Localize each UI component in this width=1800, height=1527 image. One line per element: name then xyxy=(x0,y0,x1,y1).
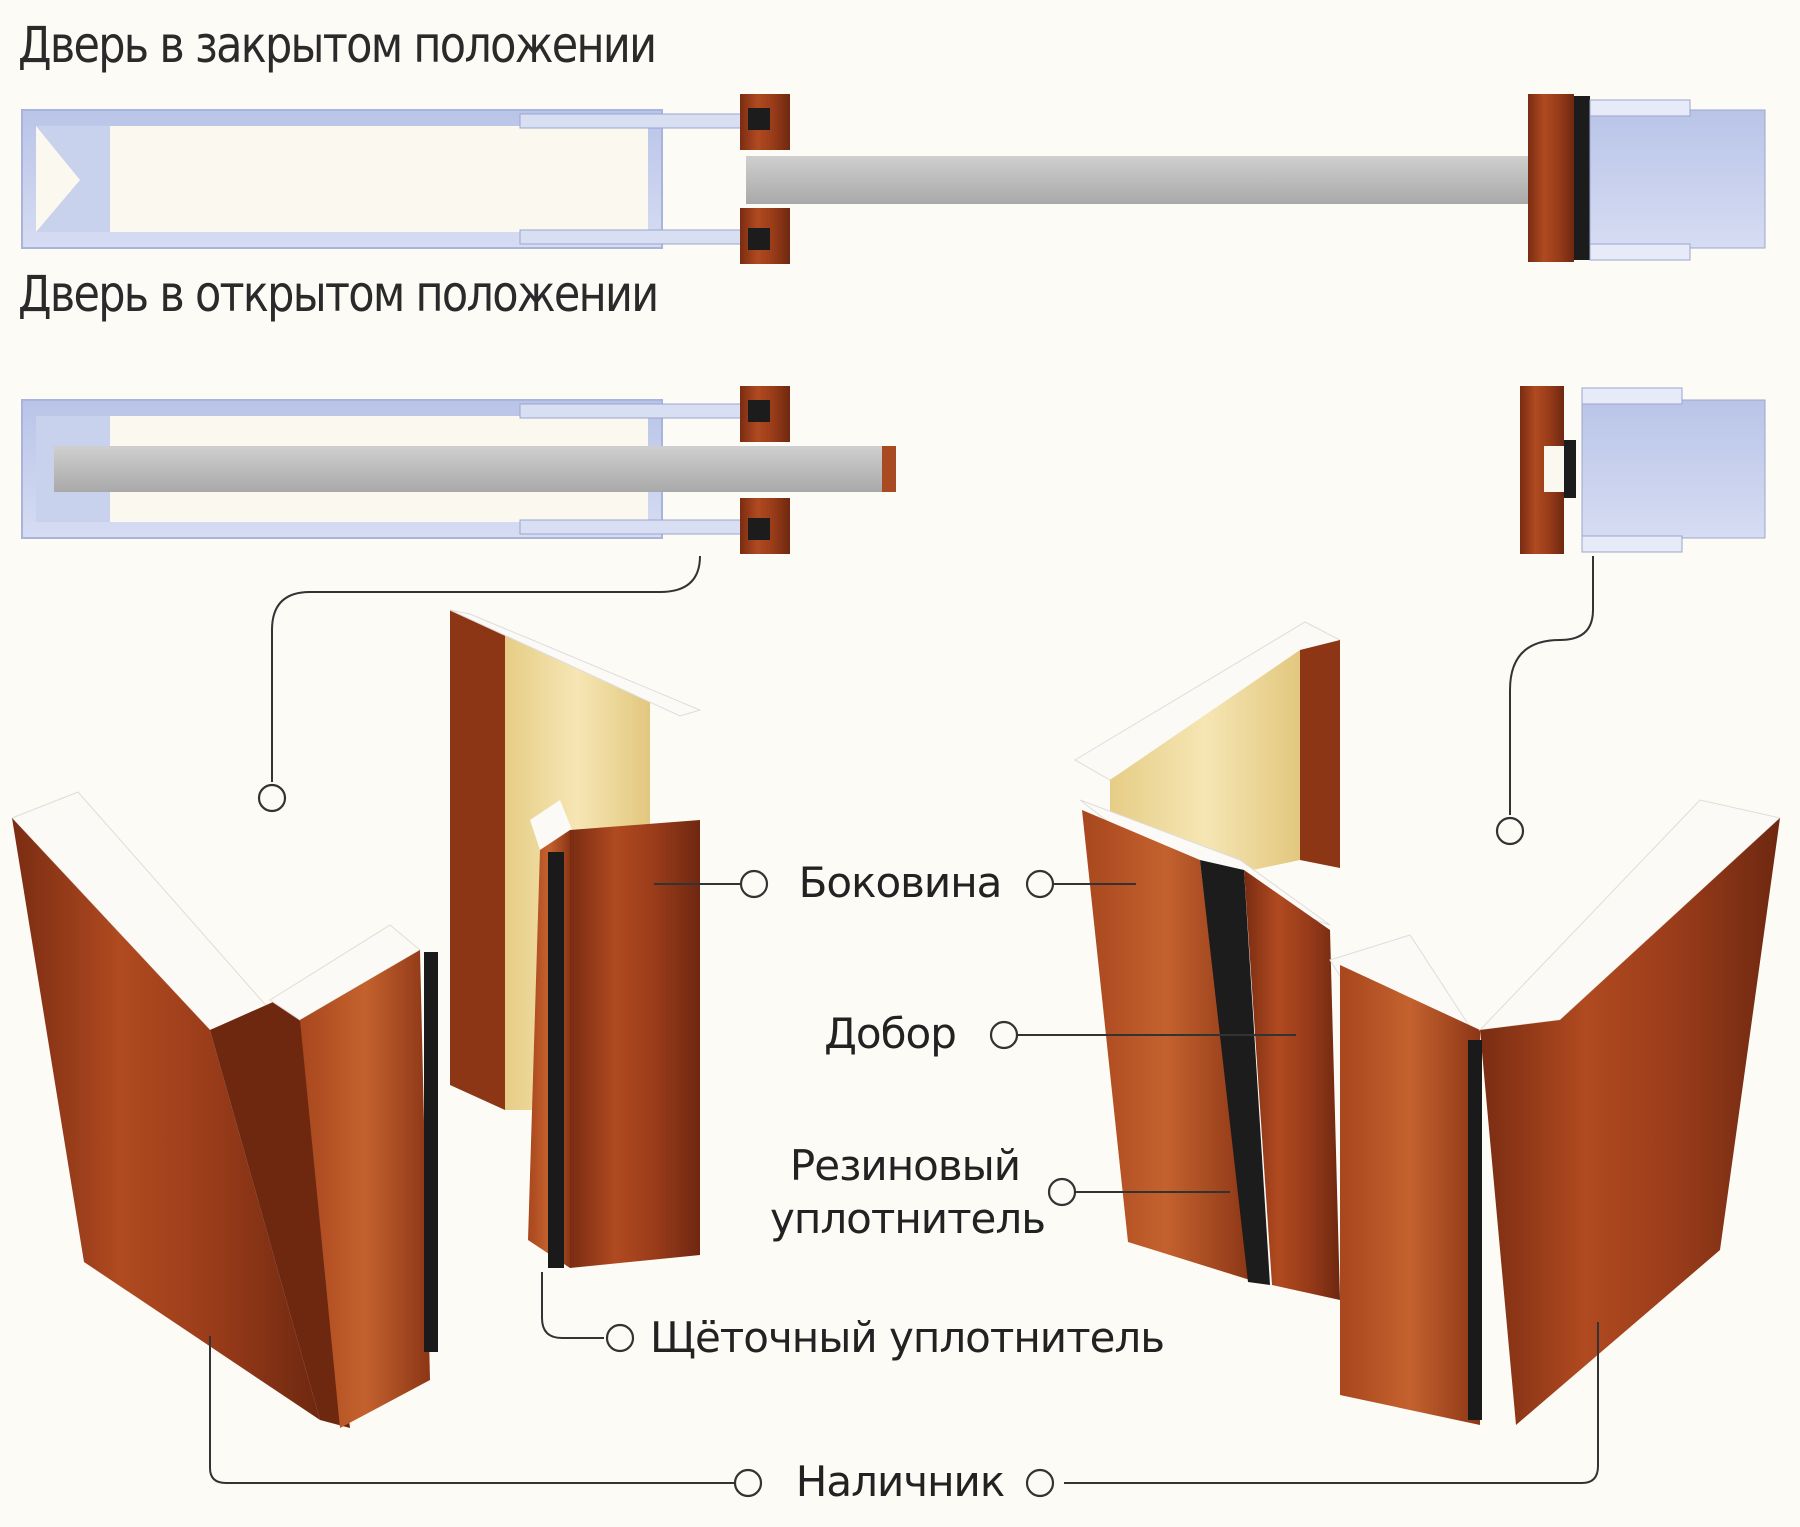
left-trim-edge xyxy=(210,990,350,1428)
rubber-seal-strip xyxy=(1200,860,1270,1285)
label-rubber-seal-line1: Резиновый xyxy=(789,1141,1021,1190)
label-side: Боковина xyxy=(798,858,1003,907)
left-side-seal xyxy=(424,952,438,1352)
brush-seal-strip xyxy=(548,852,564,1268)
seal-right-closed xyxy=(1574,96,1590,260)
left-back-board-top xyxy=(449,609,702,717)
callout-line-trim-left xyxy=(209,1336,736,1484)
seal-top-left xyxy=(748,108,770,130)
circle-marker-icon xyxy=(605,1323,635,1353)
left-back-board-edge xyxy=(450,610,505,1110)
label-brush-seal: Щёточный уплотнитель xyxy=(650,1313,1165,1362)
pocket-jamb-top-open xyxy=(519,403,761,419)
wall-box-right-closed xyxy=(1589,109,1766,249)
right-back-board-edge xyxy=(1300,640,1340,868)
right-outer-board-face xyxy=(1340,965,1480,1425)
heading-closed-position: Дверь в закрытом положении xyxy=(18,16,657,74)
left-inner-jamb-top xyxy=(530,800,572,850)
left-inner-jamb-face xyxy=(570,820,700,1268)
callout-line-right-top xyxy=(1509,556,1594,815)
door-panel-open xyxy=(54,446,894,492)
label-extension: Добор xyxy=(824,1009,957,1058)
circle-marker-icon xyxy=(1025,1468,1055,1498)
right-trim-seal xyxy=(1468,1040,1482,1420)
left-side-board-face xyxy=(300,950,430,1428)
circle-marker-icon xyxy=(733,1468,763,1498)
right-frame-3d xyxy=(1074,621,1782,1425)
closed-position-section xyxy=(21,94,1766,264)
pocket-jamb-top xyxy=(519,113,761,129)
callout-line-trim-right xyxy=(1064,1322,1599,1484)
pocket-end-cap xyxy=(36,126,110,232)
wall-box-right-open xyxy=(1581,399,1766,539)
pocket-jamb-bottom xyxy=(519,229,761,245)
label-trim: Наличник xyxy=(795,1457,1005,1506)
trim-right-closed xyxy=(1528,94,1574,262)
circle-marker-icon xyxy=(1047,1177,1077,1207)
callout-lines xyxy=(209,555,1599,1484)
callout-line-brush-seal xyxy=(541,1272,604,1339)
pocket-cavity xyxy=(36,126,648,232)
circle-marker-icon xyxy=(989,1020,1019,1050)
callout-markers xyxy=(257,783,1525,1498)
label-rubber-seal-line2: уплотнитель xyxy=(770,1194,1046,1243)
seal-right-open xyxy=(1564,440,1576,498)
seal-top-left-open xyxy=(748,400,770,422)
open-position-section xyxy=(21,386,1766,554)
circle-marker-icon xyxy=(257,783,287,813)
right-trim-face xyxy=(1480,818,1780,1425)
circle-marker-icon xyxy=(739,869,769,899)
left-trim-face xyxy=(12,818,320,1420)
door-panel-edge xyxy=(882,446,896,492)
seal-bottom-left xyxy=(748,228,770,250)
jamb-groove-open xyxy=(1544,446,1566,492)
door-panel-closed xyxy=(746,156,1572,204)
heading-open-position: Дверь в открытом положении xyxy=(18,265,659,323)
jamb-cap-bottom-right-open xyxy=(1581,535,1683,553)
left-frame-3d xyxy=(11,609,702,1428)
pocket-jamb-bottom-open xyxy=(519,519,761,535)
jamb-cap-top-right-open xyxy=(1581,387,1683,405)
circle-marker-icon xyxy=(1495,816,1525,846)
right-middle-jamb-side xyxy=(1244,870,1340,1300)
seal-bottom-left-open xyxy=(748,518,770,540)
jamb-cap-top-right-closed xyxy=(1589,99,1691,117)
circle-marker-icon xyxy=(1025,869,1055,899)
callout-line-left-top xyxy=(271,555,701,782)
jamb-cap-bottom-right-closed xyxy=(1589,243,1691,261)
